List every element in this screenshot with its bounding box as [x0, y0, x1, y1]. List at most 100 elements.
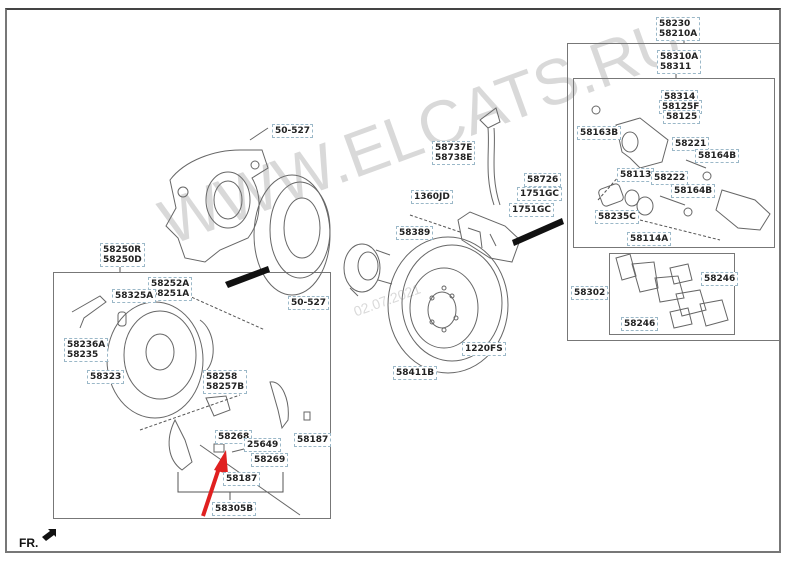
- part-number: 58269: [254, 455, 286, 465]
- wedge-mark: [225, 266, 270, 288]
- caliper-assembly-box: [567, 43, 781, 341]
- part-number: 58738E: [435, 153, 473, 163]
- label-50-527-hub[interactable]: 50-527: [288, 296, 330, 310]
- label-1220fs[interactable]: 1220FS: [462, 342, 506, 356]
- label-58726[interactable]: 58726: [524, 173, 562, 187]
- label-parking-shoe-kit[interactable]: 58305B: [212, 502, 257, 516]
- label-58164b-upper[interactable]: 58164B: [695, 149, 740, 163]
- front-direction-arrow-icon: [42, 529, 56, 541]
- part-number: 58325A: [115, 291, 154, 301]
- brake-disc-drawing: [387, 236, 509, 374]
- part-number: 58125: [666, 112, 698, 122]
- pad-kit-box: [609, 253, 735, 335]
- part-number: 58250D: [103, 255, 142, 265]
- label-58163b[interactable]: 58163B: [577, 126, 622, 140]
- label-1360jd[interactable]: 1360JD: [411, 190, 453, 204]
- label-58187-right[interactable]: 58187: [294, 433, 332, 447]
- label-1751gc-upper[interactable]: 1751GC: [517, 187, 563, 201]
- label-caliper-assembly[interactable]: 58230 58210A: [656, 17, 701, 41]
- part-number: 58210A: [659, 29, 698, 39]
- part-number: 58114A: [630, 234, 669, 244]
- label-58411b[interactable]: 58411B: [393, 366, 438, 380]
- part-number: 58726: [527, 175, 559, 185]
- lower-backing-plate-drawing: [106, 301, 214, 419]
- knuckle-drawing: [165, 127, 269, 263]
- backing-plate-drawing: [253, 174, 331, 296]
- part-number: 58268: [218, 432, 250, 442]
- part-number: 58187: [226, 474, 258, 484]
- label-58235c[interactable]: 58235C: [595, 210, 639, 224]
- part-number: 58411B: [396, 368, 435, 378]
- label-25649[interactable]: 25649: [244, 438, 282, 452]
- label-caliper-body[interactable]: 58310A 58311: [657, 50, 702, 74]
- part-number: 58311: [660, 62, 692, 72]
- front-orientation-label: FR.: [19, 536, 39, 550]
- part-number: 50-527: [291, 298, 327, 308]
- label-58323[interactable]: 58323: [87, 370, 125, 384]
- label-58164b-lower[interactable]: 58164B: [671, 184, 716, 198]
- label-58114a[interactable]: 58114A: [627, 232, 672, 246]
- part-number: 58230: [659, 19, 691, 29]
- label-50-527-knuckle[interactable]: 50-527: [272, 124, 314, 138]
- part-number: 58389: [399, 228, 431, 238]
- part-number: 58323: [90, 372, 122, 382]
- part-number: 25649: [247, 440, 279, 450]
- part-number: 58250R: [103, 245, 142, 255]
- part-number: 58187: [297, 435, 329, 445]
- part-number: 50-527: [275, 126, 311, 136]
- label-58246-upper[interactable]: 58246: [701, 272, 739, 286]
- part-number: 58257B: [206, 382, 245, 392]
- label-parking-lever[interactable]: 58236A 58235: [64, 338, 109, 362]
- part-number: 1751GC: [520, 189, 560, 199]
- label-58246-lower[interactable]: 58246: [621, 317, 659, 331]
- caliper-body-box: [573, 78, 775, 248]
- caliper-bracket-drawing: [457, 211, 521, 263]
- label-backing-plate-assembly[interactable]: 58250R 58250D: [100, 243, 145, 267]
- part-number: 58251A: [151, 289, 190, 299]
- part-number: 58164B: [674, 186, 713, 196]
- part-number: 1220FS: [465, 344, 503, 354]
- label-pad-kit[interactable]: 58302: [571, 286, 609, 300]
- lower-parts-drawing: [71, 295, 311, 471]
- label-58325a[interactable]: 58325A: [112, 289, 157, 303]
- label-58269[interactable]: 58269: [251, 453, 289, 467]
- part-number: 58737E: [435, 143, 473, 153]
- part-number: 1751GC: [512, 205, 552, 215]
- label-58113[interactable]: 58113: [617, 168, 655, 182]
- part-number: 58314: [664, 92, 696, 102]
- caliper-drawing: [591, 105, 771, 231]
- part-number: 58302: [574, 288, 606, 298]
- part-number: 58113: [620, 170, 652, 180]
- part-number: 58305B: [215, 504, 254, 514]
- label-58125[interactable]: 58125: [663, 110, 701, 124]
- label-brake-hose[interactable]: 58737E 58738E: [432, 141, 476, 165]
- label-58389[interactable]: 58389: [396, 226, 434, 240]
- hub-drawing: [343, 243, 393, 297]
- part-number: 58125F: [662, 102, 700, 112]
- label-1751gc-lower[interactable]: 1751GC: [509, 203, 555, 217]
- part-number: 58246: [624, 319, 656, 329]
- highlight-arrow: [201, 450, 228, 517]
- brake-pads-drawing: [615, 253, 729, 329]
- part-number: 58310A: [660, 52, 699, 62]
- brake-hose-drawing: [479, 107, 501, 206]
- part-number: 58236A: [67, 340, 106, 350]
- part-number: 58246: [704, 274, 736, 284]
- part-number: 58164B: [698, 151, 737, 161]
- part-number: 58222: [654, 173, 686, 183]
- label-58268[interactable]: 58268: [215, 430, 253, 444]
- part-number: 58252A: [151, 279, 190, 289]
- part-number: 58235C: [598, 212, 636, 222]
- part-number: 58235: [67, 350, 99, 360]
- part-number: 58258: [206, 372, 238, 382]
- part-number: 1360JD: [414, 192, 450, 202]
- label-58187-lower[interactable]: 58187: [223, 472, 261, 486]
- backing-plate-assembly-box: [53, 272, 331, 519]
- wedge-mark: [512, 218, 564, 246]
- label-58221[interactable]: 58221: [672, 137, 710, 151]
- label-adjuster[interactable]: 58258 58257B: [203, 370, 248, 394]
- part-number: 58221: [675, 139, 707, 149]
- label-58222[interactable]: 58222: [651, 171, 689, 185]
